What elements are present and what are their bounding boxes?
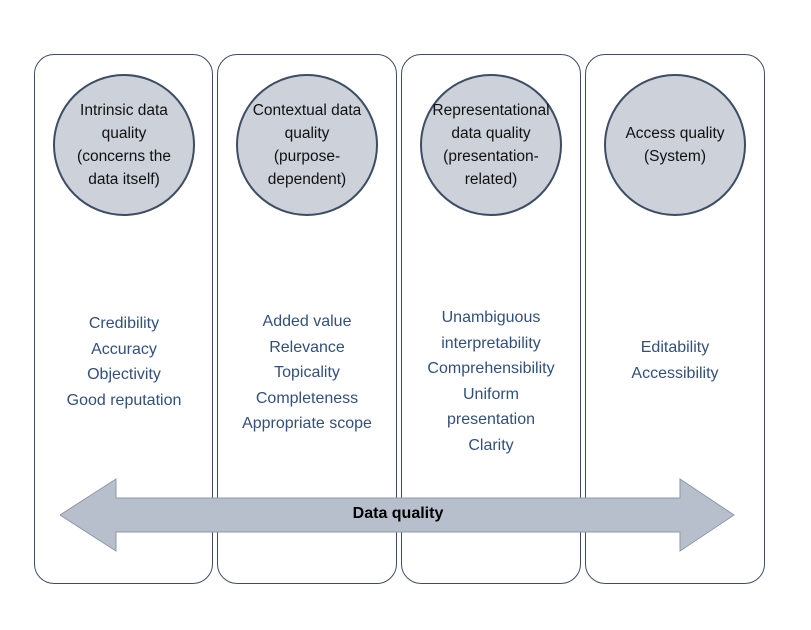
circle-line: (presentation- [443, 148, 539, 165]
attribute-item: Editability [640, 339, 710, 356]
circle-line: data itself) [88, 171, 160, 188]
attribute-list-intrinsic: Credibility Accuracy Objectivity Good re… [34, 311, 214, 413]
attribute-item: Unambiguous [441, 309, 541, 326]
attribute-item: Topicality [274, 364, 340, 381]
attribute-item: Objectivity [87, 366, 161, 383]
circle-line: Representational [432, 102, 550, 119]
circle-line: (purpose- [273, 148, 341, 165]
attribute-item: Comprehensibility [427, 360, 555, 377]
circle-line: related) [464, 171, 518, 188]
attribute-item: Relevance [269, 338, 345, 356]
circle-contextual-data-quality: Contextual data quality (purpose- depend… [236, 74, 378, 216]
circle-intrinsic-data-quality: Intrinsic data quality (concerns the dat… [53, 74, 195, 216]
attribute-item: Accessibility [631, 364, 719, 382]
circle-line: (concerns the [77, 148, 171, 165]
circle-line: data quality [451, 125, 531, 142]
double-arrow-shape [60, 478, 735, 552]
circle-access-quality: Access quality (System) [604, 74, 746, 216]
circle-line: Contextual data [252, 102, 362, 119]
attribute-list-representational: Unambiguous interpretability Comprehensi… [401, 305, 581, 458]
attribute-item: Uniform [462, 385, 519, 403]
circle-line: (System) [643, 148, 706, 165]
attribute-item: Credibility [88, 315, 160, 332]
attribute-item: Accuracy [91, 340, 157, 358]
attribute-item: Added value [262, 313, 352, 330]
circle-line: dependent) [267, 171, 347, 188]
circle-representational-data-quality: Representational data quality (presentat… [420, 74, 562, 216]
arrow-label: Data quality [352, 505, 444, 522]
attribute-list-access: Editability Accessibility [585, 335, 765, 386]
circle-line: quality [284, 125, 330, 142]
attribute-item: Good reputation [66, 391, 182, 409]
double-arrow [60, 478, 735, 552]
circle-line: Access quality [625, 125, 725, 142]
attribute-item: presentation [446, 411, 536, 428]
attribute-item: interpretability [441, 334, 541, 352]
circle-line: Intrinsic data [80, 102, 168, 119]
attribute-item: Clarity [468, 436, 514, 454]
attribute-list-contextual: Added value Relevance Topicality Complet… [217, 309, 397, 437]
attribute-item: Completeness [255, 389, 359, 407]
attribute-item: Appropriate scope [242, 415, 372, 432]
circle-line: quality [101, 125, 147, 142]
